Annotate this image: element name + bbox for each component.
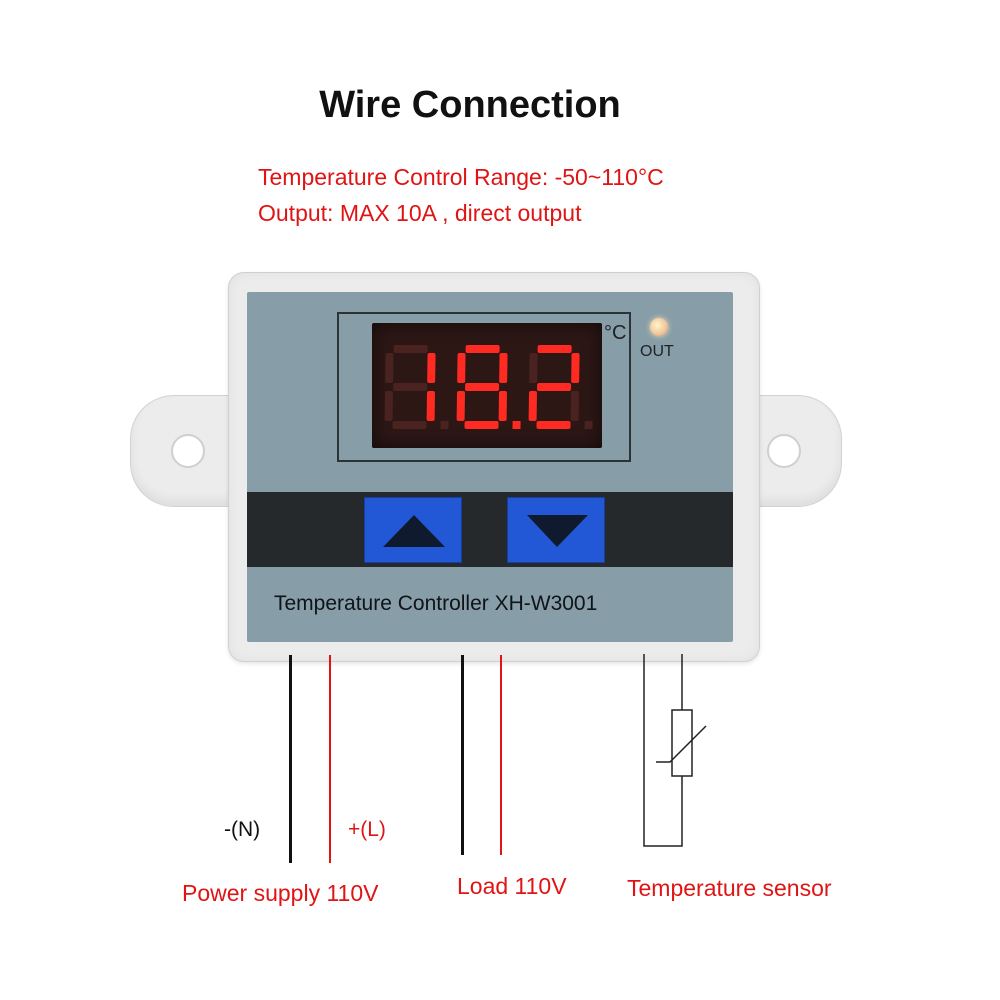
up-button[interactable] <box>364 497 462 563</box>
display-segment <box>465 383 500 391</box>
up-arrow-icon <box>383 515 445 547</box>
display-segment <box>536 421 571 429</box>
display-segment <box>426 391 435 421</box>
live-label: +(L) <box>348 818 386 841</box>
seven-segment-readout <box>384 345 593 429</box>
decimal-point <box>440 421 449 429</box>
display-segment <box>392 421 427 429</box>
temperature-range-spec: Temperature Control Range: -50~110°C <box>258 164 664 190</box>
led-display <box>372 323 602 448</box>
down-button[interactable] <box>507 497 605 563</box>
display-segment <box>456 391 465 421</box>
power-supply-caption: Power supply 110V <box>182 880 379 906</box>
display-segment <box>427 353 436 383</box>
display-digit <box>528 345 593 429</box>
output-spec: Output: MAX 10A , direct output <box>258 200 582 226</box>
display-segment <box>537 345 572 353</box>
display-digit <box>384 345 449 429</box>
output-indicator-label: OUT <box>640 343 674 360</box>
neutral-label: -(N) <box>224 818 261 841</box>
button-strip <box>247 492 733 567</box>
display-digit <box>456 345 521 429</box>
display-segment <box>384 391 393 421</box>
unit-label: °C <box>604 322 627 344</box>
display-segment <box>393 345 428 353</box>
load-caption: Load 110V <box>457 873 567 899</box>
display-segment <box>464 421 499 429</box>
decimal-point <box>512 421 521 429</box>
display-segment <box>498 391 507 421</box>
live-wire <box>329 655 331 863</box>
right-mounting-hole <box>767 434 801 468</box>
display-segment <box>537 383 572 391</box>
display-segment <box>571 353 580 383</box>
model-label: Temperature Controller XH-W3001 <box>274 592 598 615</box>
decimal-point <box>584 421 593 429</box>
neutral-wire <box>289 655 292 863</box>
thermistor-symbol <box>643 654 707 847</box>
left-mounting-hole <box>171 434 205 468</box>
display-segment <box>393 383 428 391</box>
display-segment <box>499 353 508 383</box>
display-segment <box>385 353 394 383</box>
display-segment <box>457 353 466 383</box>
down-arrow-icon <box>527 515 588 547</box>
load-wire-red <box>500 655 502 855</box>
output-indicator-led <box>650 318 668 336</box>
sensor-caption: Temperature sensor <box>627 875 832 901</box>
display-segment <box>529 353 538 383</box>
display-segment <box>528 391 537 421</box>
page-title: Wire Connection <box>319 84 621 126</box>
display-segment <box>570 391 579 421</box>
load-wire-black <box>461 655 464 855</box>
display-segment <box>465 345 500 353</box>
display-frame <box>337 312 631 462</box>
